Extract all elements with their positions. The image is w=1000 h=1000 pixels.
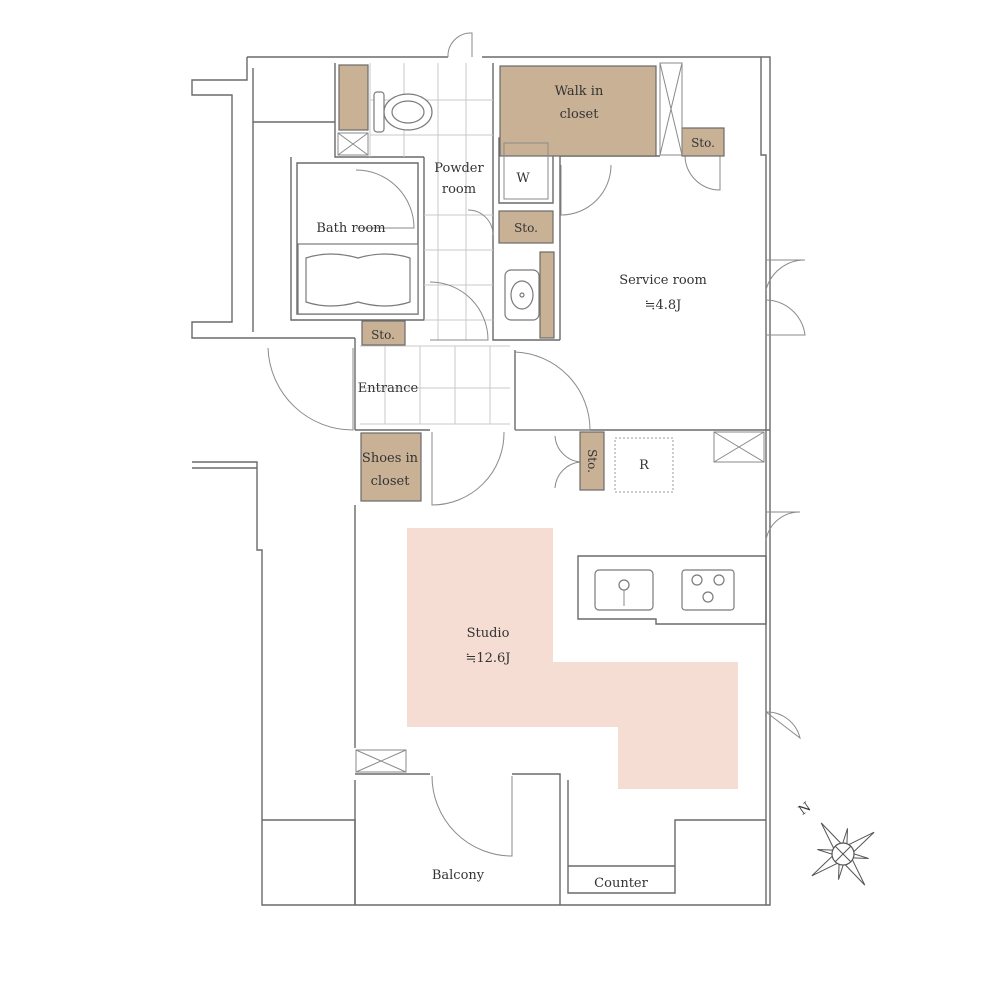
counter-label: Counter	[594, 876, 648, 891]
refrigerator-label: R	[639, 458, 650, 473]
powder-room-label-1: Powder	[434, 161, 484, 176]
sto-bath	[361, 320, 406, 346]
studio-label: Studio	[467, 626, 510, 641]
closets	[338, 64, 725, 502]
vanity-sink-icon	[504, 269, 540, 321]
studio-floor-area	[407, 528, 738, 789]
shafts	[337, 62, 765, 773]
shoes-in-closet	[360, 432, 422, 502]
sto-label-bath: Sto.	[371, 328, 395, 342]
refrigerator-space	[614, 437, 674, 493]
shoes-closet-label-1: Shoes in	[362, 451, 419, 466]
powder-room-label-2: room	[442, 182, 476, 197]
sto-powder	[498, 210, 554, 244]
sto-label-service: Sto.	[691, 136, 715, 150]
walk-in-closet	[499, 65, 657, 157]
walk-in-closet-label-2: closet	[560, 107, 600, 122]
doors	[267, 32, 806, 857]
washer-space	[503, 142, 549, 200]
compass-north-label: N	[796, 800, 814, 819]
sto-label-powder: Sto.	[514, 221, 538, 235]
toilet-closet	[338, 64, 369, 131]
walk-in-closet-label-1: Walk in	[555, 84, 604, 99]
fixtures	[297, 91, 735, 611]
outer-walls	[191, 56, 771, 906]
shoes-closet-label-2: closet	[371, 474, 411, 489]
sto-label-kitchen: Sto.	[585, 449, 599, 473]
room-labels: Walk in closet Sto. Sto. Sto. Sto. Powde…	[316, 84, 715, 891]
balcony-label: Balcony	[432, 868, 485, 883]
vanity-cabinet	[539, 251, 555, 339]
washer-label: W	[516, 171, 530, 186]
entrance-label: Entrance	[358, 381, 419, 396]
bathtub-icon	[297, 243, 419, 315]
service-room-label: Service room	[619, 273, 707, 288]
compass-icon: N	[796, 800, 875, 886]
studio-area: ≒12.6J	[465, 651, 510, 666]
service-room-area: ≒4.8J	[645, 298, 682, 313]
stove-icon	[681, 569, 735, 611]
sto-kitchen	[579, 431, 605, 491]
sto-service-top	[681, 127, 725, 157]
bath-room-label: Bath room	[316, 221, 385, 236]
toilet-icon	[373, 91, 433, 133]
kitchen-sink-icon	[594, 569, 654, 611]
